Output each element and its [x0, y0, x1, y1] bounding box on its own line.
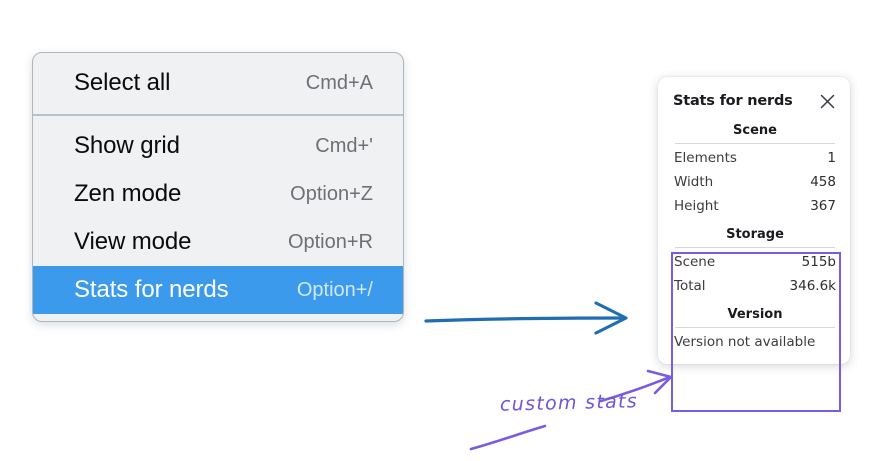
- stat-label: Width: [674, 174, 714, 190]
- menu-item-select-all[interactable]: Select all Cmd+A: [33, 59, 403, 107]
- stat-label: Elements: [674, 150, 737, 166]
- menu-item-stats-for-nerds[interactable]: Stats for nerds Option+/: [33, 266, 403, 314]
- blue-arrow-icon: [424, 301, 628, 335]
- section-divider: [675, 247, 835, 248]
- menu-item-label: Stats for nerds: [74, 276, 229, 303]
- section-divider: [675, 143, 835, 144]
- menu-item-zen-mode[interactable]: Zen mode Option+Z: [33, 170, 403, 218]
- menu-item-label: Show grid: [74, 132, 180, 159]
- stat-value: 515b: [801, 254, 836, 270]
- menu-group-1: Select all Cmd+A: [33, 53, 403, 114]
- stat-value: 1: [827, 150, 836, 166]
- purple-underline-stroke: [469, 424, 547, 451]
- menu-item-label: Zen mode: [74, 180, 182, 207]
- custom-stats-annotation-label: custom stats: [499, 390, 639, 416]
- menu-item-label: View mode: [74, 228, 192, 255]
- close-icon[interactable]: [819, 93, 836, 110]
- stats-panel-titlebar: Stats for nerds: [658, 88, 850, 114]
- stats-panel-title: Stats for nerds: [673, 93, 793, 109]
- section-heading-storage: Storage: [726, 227, 784, 242]
- stats-panel-body: Scene Elements 1 Width 458 Height 367 St…: [658, 114, 850, 352]
- stat-value: 458: [810, 174, 836, 190]
- stat-label: Scene: [674, 254, 716, 270]
- version-note: Version not available: [674, 334, 816, 350]
- stat-value: 367: [810, 198, 836, 214]
- stat-row-elements: Elements 1: [674, 146, 836, 170]
- menu-item-show-grid[interactable]: Show grid Cmd+': [33, 122, 403, 170]
- stat-row-height: Height 367: [674, 194, 836, 218]
- stat-value: 346.6k: [789, 278, 836, 294]
- section-heading-version: Version: [727, 307, 783, 322]
- menu-item-view-mode[interactable]: View mode Option+R: [33, 218, 403, 266]
- stat-label: Height: [674, 198, 719, 214]
- menu-item-shortcut: Option+Z: [290, 182, 373, 205]
- menu-item-shortcut: Option+/: [296, 278, 373, 301]
- menu-item-shortcut: Cmd+A: [305, 71, 373, 94]
- stat-label: Total: [674, 278, 706, 294]
- stat-row-width: Width 458: [674, 170, 836, 194]
- menu-item-shortcut: Cmd+': [315, 134, 373, 157]
- section-divider: [675, 327, 835, 328]
- menu-item-shortcut: Option+R: [287, 230, 373, 253]
- stat-row-storage-total: Total 346.6k: [674, 274, 836, 298]
- context-menu[interactable]: Select all Cmd+A Show grid Cmd+' Zen mod…: [32, 52, 404, 322]
- stats-for-nerds-panel[interactable]: Stats for nerds Scene Elements 1 Width 4…: [658, 77, 850, 364]
- menu-item-label: Select all: [74, 69, 171, 96]
- section-heading-scene: Scene: [733, 123, 777, 138]
- stat-row-storage-scene: Scene 515b: [674, 250, 836, 274]
- menu-group-2: Show grid Cmd+' Zen mode Option+Z View m…: [33, 114, 403, 321]
